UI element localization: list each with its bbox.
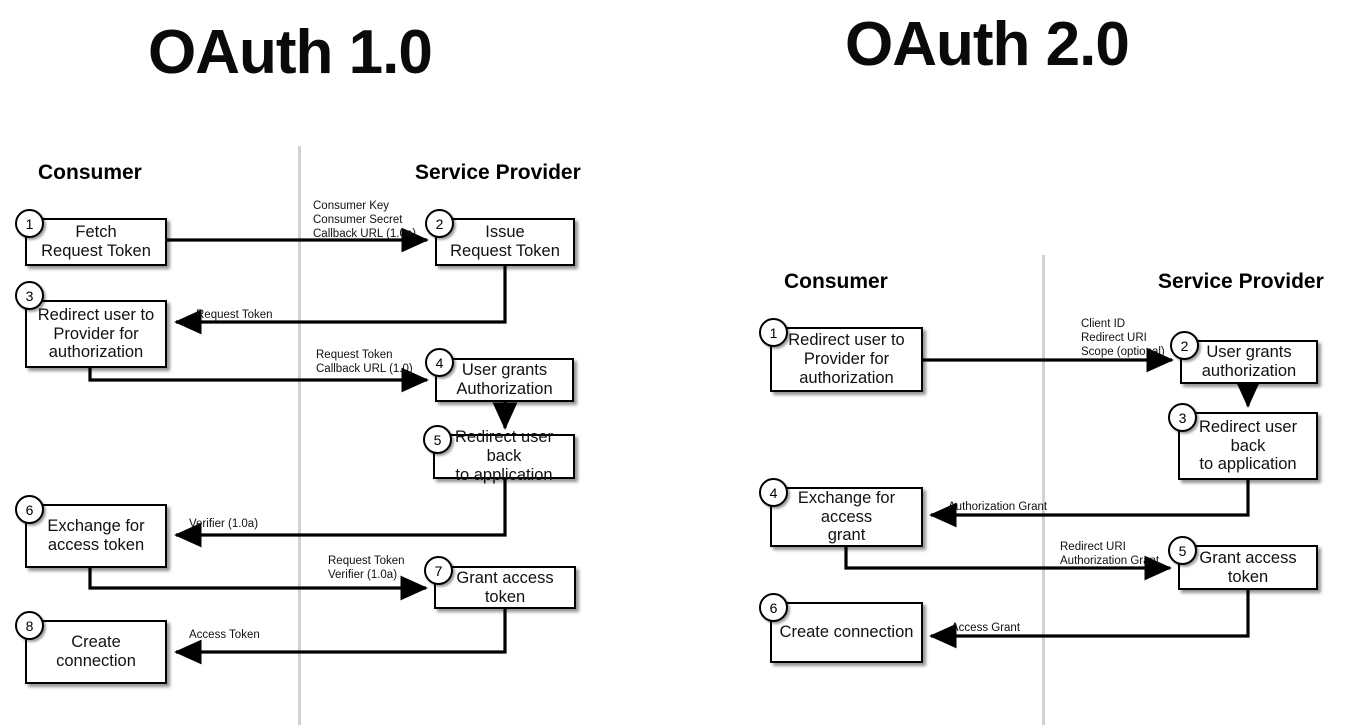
- oauth1-node-1[interactable]: Fetch Request Token: [25, 218, 167, 266]
- oauth2-step-badge-3: 3: [1168, 403, 1197, 432]
- oauth2-edge-label-authorization-grant: Authorization Grant: [948, 501, 1048, 513]
- oauth2-step-badge-2: 2: [1170, 331, 1199, 360]
- oauth1-node-8[interactable]: Create connection: [25, 620, 167, 684]
- oauth2-node-6-label: Create connection: [779, 623, 914, 642]
- oauth1-edge-label-access-token: Access Token: [189, 629, 260, 641]
- oauth1-node-3[interactable]: Redirect user to Provider for authorizat…: [25, 300, 167, 368]
- oauth2-node-1[interactable]: Redirect user to Provider for authorizat…: [770, 327, 923, 392]
- oauth1-edge-label-request-token-verifier: Request Token Verifier (1.0a): [328, 555, 405, 582]
- oauth2-edge-label-redirect-uri-grant: Redirect URI Authorization Grant: [1060, 541, 1160, 568]
- oauth2-node-4-label: Exchange for access grant: [797, 488, 896, 545]
- oauth1-node-8-label: Create connection: [56, 633, 136, 670]
- oauth2-divider: [1042, 255, 1045, 725]
- oauth1-divider: [298, 146, 301, 725]
- oauth1-title: OAuth 1.0: [148, 18, 433, 87]
- oauth1-node-5[interactable]: Redirect user back to application: [433, 428, 575, 484]
- oauth2-node-2[interactable]: User grants authorization: [1180, 340, 1318, 384]
- oauth1-edge-label-request-token-callback: Request Token Callback URL (1.0): [316, 349, 413, 376]
- oauth2-step-badge-5: 5: [1168, 536, 1197, 565]
- oauth2-node-5[interactable]: Grant access token: [1178, 545, 1318, 590]
- oauth1-node-4[interactable]: User grants Authorization: [435, 358, 574, 402]
- oauth2-node-4[interactable]: Exchange for access grant: [770, 487, 923, 547]
- oauth2-node-3[interactable]: Redirect user back to application: [1178, 412, 1318, 480]
- oauth1-node-2[interactable]: Issue Request Token: [435, 218, 575, 266]
- oauth2-step-badge-1: 1: [759, 318, 788, 347]
- oauth1-node-6-label: Exchange for access token: [47, 517, 145, 554]
- oauth2-title: OAuth 2.0: [845, 10, 1130, 79]
- oauth1-step-badge-2: 2: [425, 209, 454, 238]
- oauth2-step-badge-4: 4: [759, 478, 788, 507]
- oauth2-column-header-consumer: Consumer: [784, 270, 888, 293]
- oauth1-node-5-label: Redirect user back to application: [454, 428, 554, 484]
- oauth1-step-badge-5: 5: [423, 425, 452, 454]
- oauth1-step-badge-7: 7: [424, 556, 453, 585]
- oauth2-node-1-label: Redirect user to Provider for authorizat…: [788, 331, 905, 387]
- oauth1-node-6[interactable]: Exchange for access token: [25, 504, 167, 568]
- oauth2-edge-label-access-grant: Access Grant: [951, 622, 1021, 634]
- oauth2-node-2-label: User grants authorization: [1201, 343, 1297, 380]
- oauth2-node-3-label: Redirect user back to application: [1198, 417, 1298, 474]
- oauth2-node-5-label: Grant access token: [1199, 548, 1297, 586]
- oauth1-node-2-label: Issue Request Token: [450, 223, 560, 260]
- oauth1-step-badge-8: 8: [15, 611, 44, 640]
- oauth1-node-7-label: Grant access token: [456, 568, 554, 606]
- oauth1-step-badge-6: 6: [15, 495, 44, 524]
- oauth2-edge-label-client-id: Client ID Redirect URI Scope (optional): [1081, 318, 1165, 359]
- oauth1-edge-label-consumer-credentials: Consumer Key Consumer Secret Callback UR…: [313, 200, 417, 241]
- oauth2-step-badge-6: 6: [759, 593, 788, 622]
- oauth1-step-badge-3: 3: [15, 281, 44, 310]
- oauth2-node-6[interactable]: Create connection: [770, 602, 923, 663]
- oauth1-edge-label-verifier: Verifier (1.0a): [189, 518, 259, 530]
- oauth1-column-header-consumer: Consumer: [38, 161, 142, 184]
- oauth2-column-header-service-provider: Service Provider: [1158, 270, 1324, 293]
- oauth1-node-4-label: User grants Authorization: [456, 361, 553, 398]
- oauth1-step-badge-4: 4: [425, 348, 454, 377]
- oauth1-step-badge-1: 1: [15, 209, 44, 238]
- oauth1-node-1-label: Fetch Request Token: [41, 223, 151, 260]
- oauth1-column-header-service-provider: Service Provider: [415, 161, 581, 184]
- oauth1-edge-label-request-token: Request Token: [196, 309, 273, 321]
- oauth1-node-7[interactable]: Grant access token: [434, 566, 576, 609]
- oauth1-node-3-label: Redirect user to Provider for authorizat…: [37, 305, 155, 362]
